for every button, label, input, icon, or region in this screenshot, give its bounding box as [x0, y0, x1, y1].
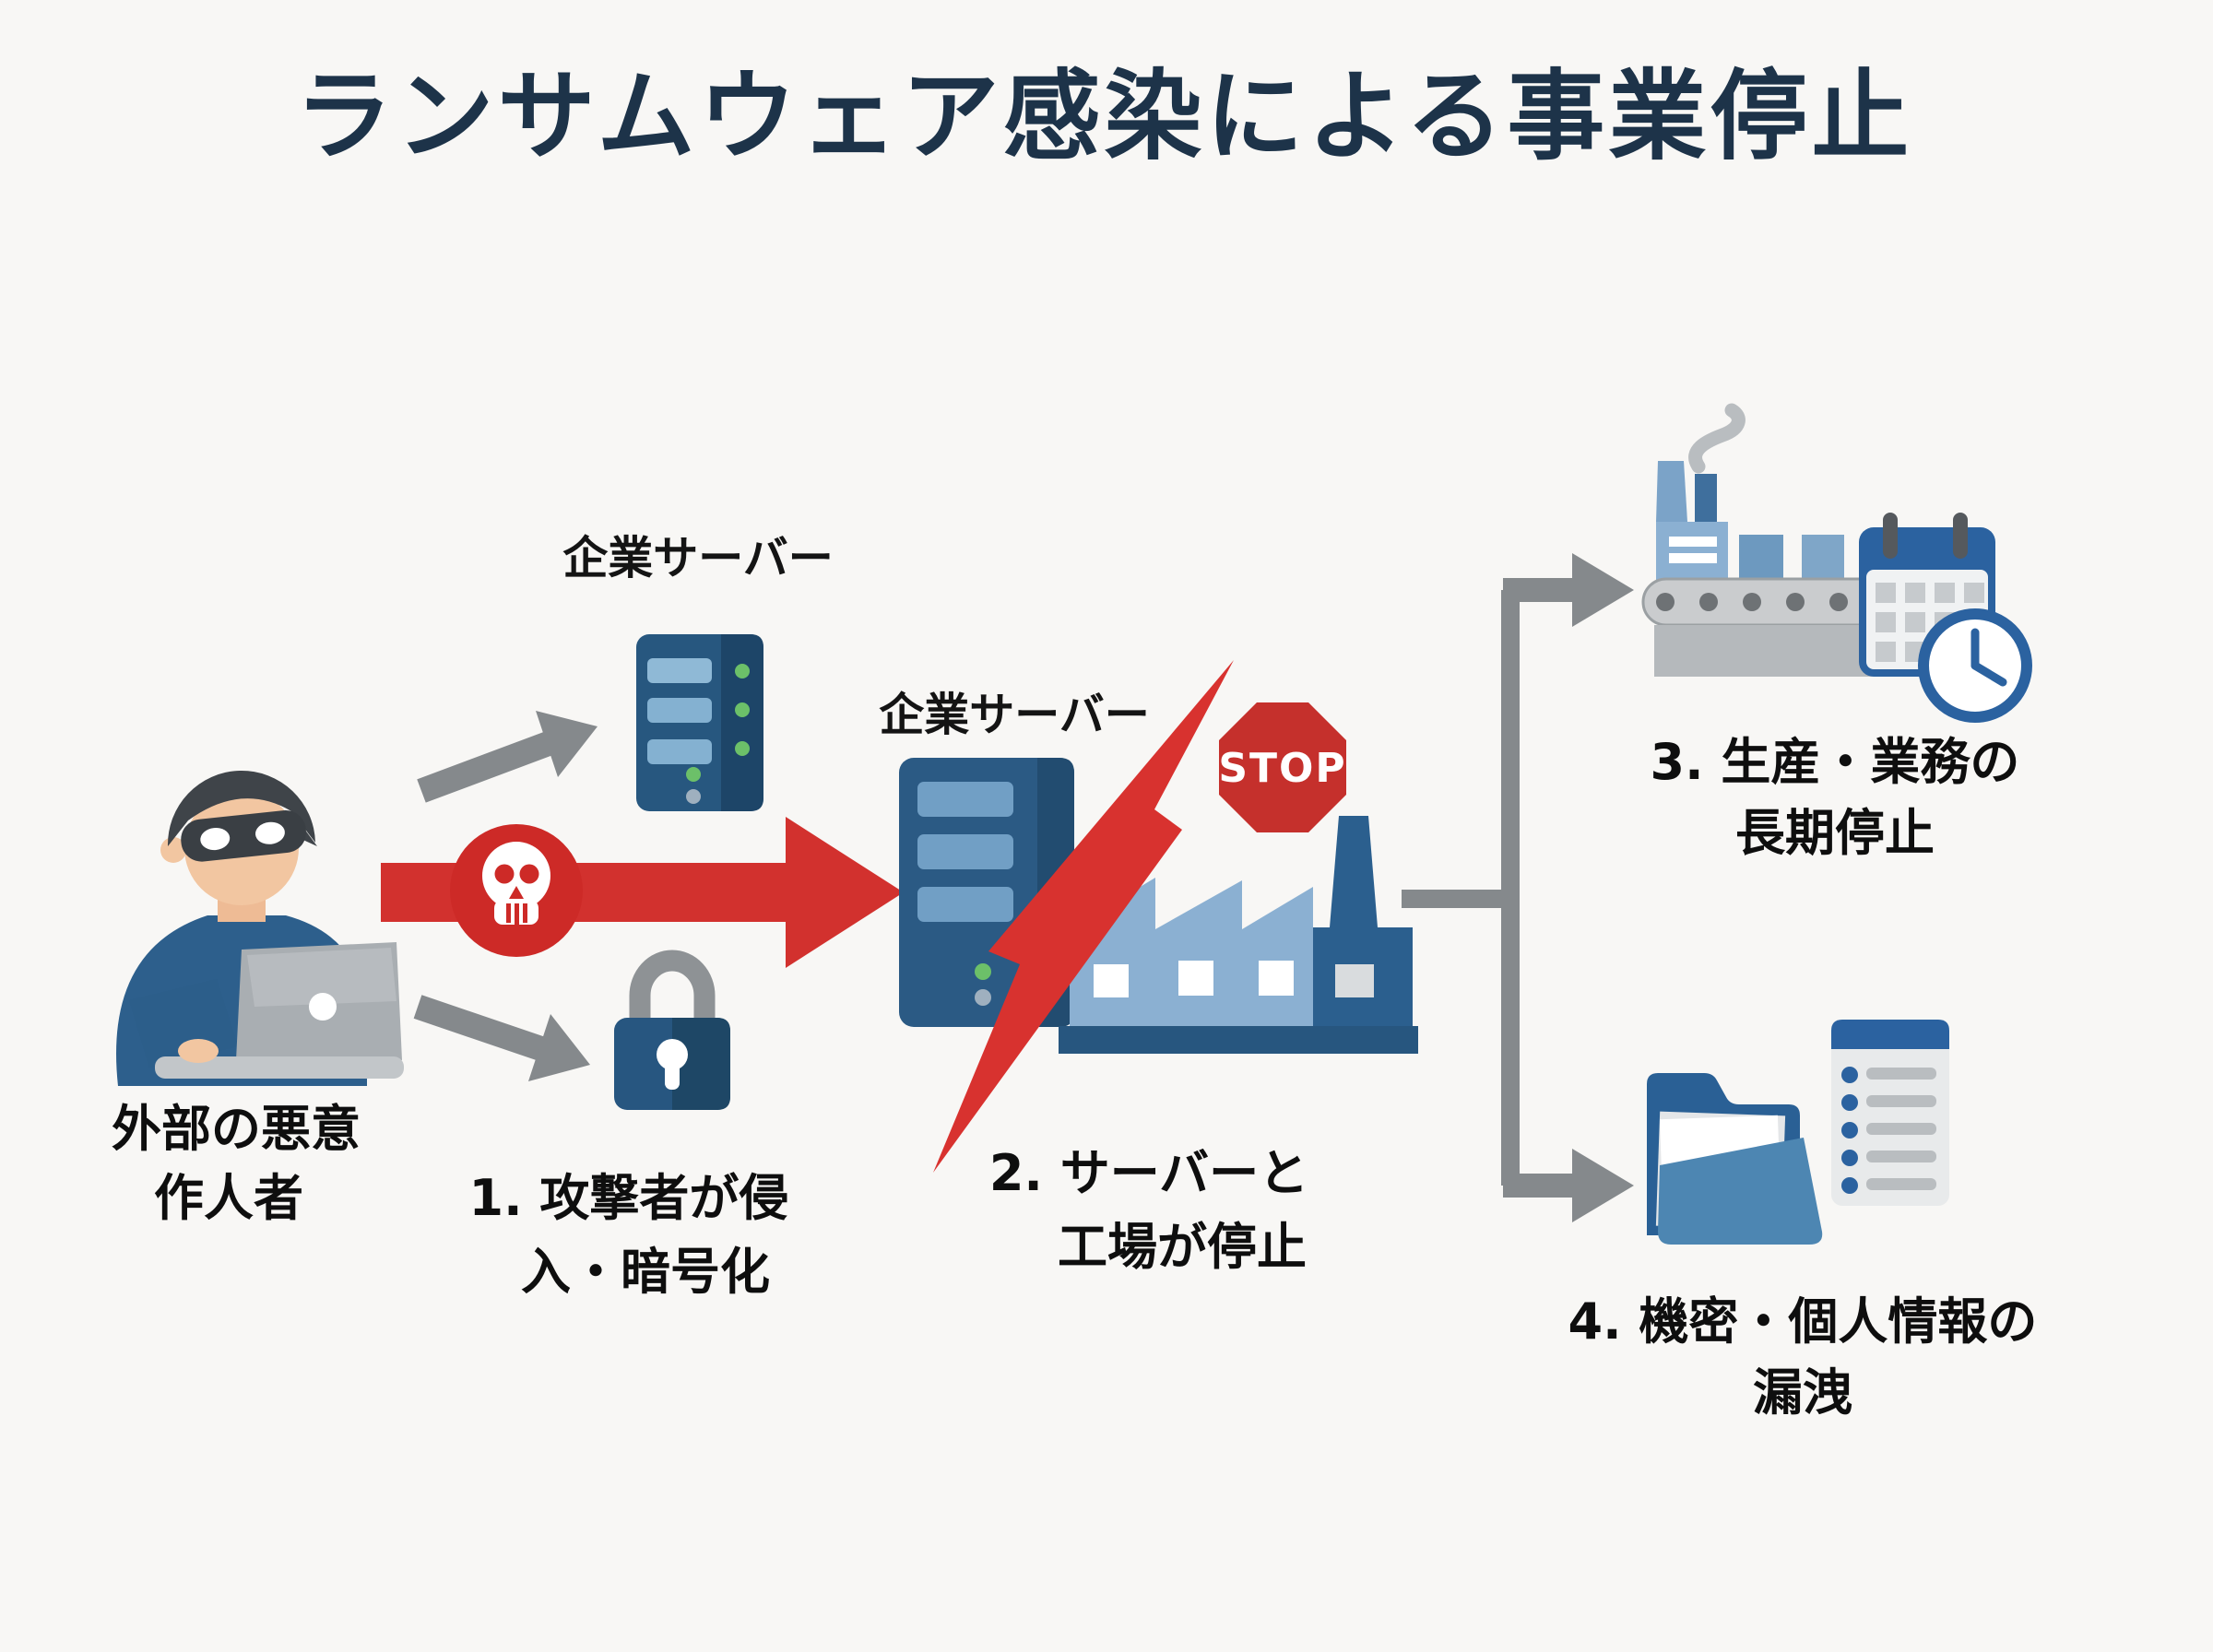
ransomware-arrow-icon [381, 817, 904, 968]
branch-arrow-top-icon [1503, 553, 1634, 627]
eye-mask-icon [181, 809, 306, 862]
hacker-icon [116, 770, 404, 1086]
smoke-icon [1688, 403, 1746, 474]
document-icon [1831, 1020, 1949, 1206]
step3-label-line2: 長期停止 [1735, 804, 1935, 862]
gray-arrow-down-icon [413, 995, 590, 1081]
branch-arrow-bottom-icon [1503, 1149, 1634, 1222]
page-title: ランサムウェア感染による事業停止 [295, 60, 1913, 173]
laptop-icon [155, 942, 404, 1079]
clock-icon [1918, 608, 2032, 723]
server2-label: 企業サーバー [879, 689, 1150, 741]
stop-sign-text: STOP [1218, 745, 1346, 792]
step1-label-line2: 入・暗号化 [521, 1243, 770, 1301]
step1-label-line1: 1. 攻撃者が侵 [469, 1169, 789, 1227]
step2-label-line1: 2. サーバーと [989, 1144, 1308, 1202]
server1-label: 企業サーバー [562, 532, 834, 584]
step4-label-line1: 4. 機密・個人情報の [1568, 1292, 2038, 1351]
gray-arrow-up-icon [417, 711, 598, 803]
step3-label-line1: 3. 生産・業務の [1651, 733, 2020, 791]
corporate-server-1-icon [636, 634, 763, 811]
factory-icon [1059, 816, 1418, 1054]
branch-connector [1402, 590, 1520, 1186]
lock-icon [614, 950, 730, 1110]
actor-label-line1: 外部の悪意 [112, 1100, 361, 1158]
actor-label-line2: 作人者 [154, 1169, 303, 1227]
step2-label-line2: 工場が停止 [1058, 1218, 1307, 1276]
lightning-icon [933, 660, 1234, 1173]
skull-icon [450, 824, 583, 957]
stop-sign-icon: STOP [1218, 702, 1346, 832]
hand [178, 1039, 219, 1063]
folder-icon [1647, 1073, 1823, 1245]
step4-label-line2: 漏洩 [1753, 1363, 1852, 1422]
